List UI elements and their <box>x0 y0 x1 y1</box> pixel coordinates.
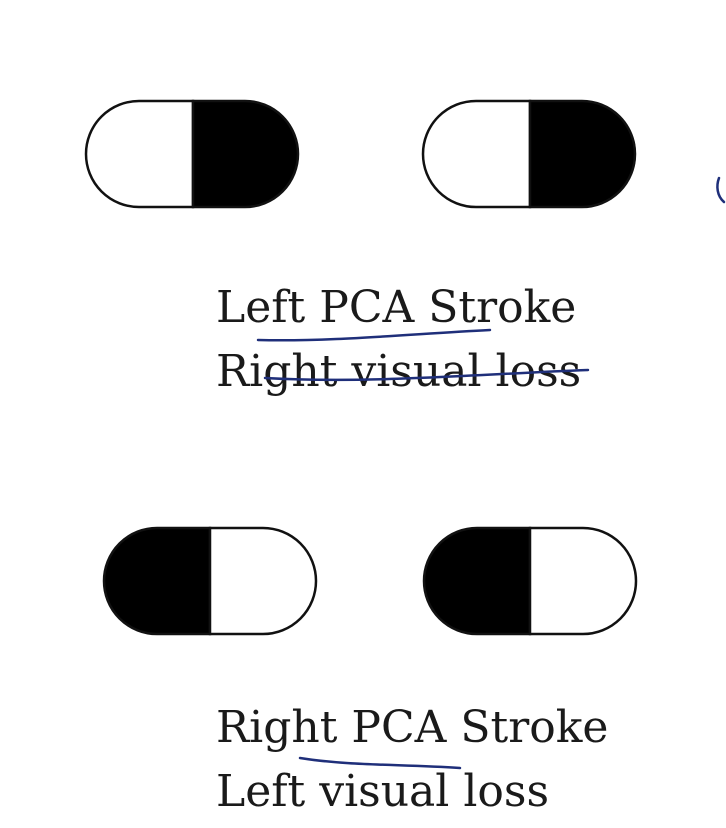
annotation-underline-bottom-1 <box>298 756 462 770</box>
top-left-eye-field <box>84 99 300 209</box>
top-left-eye-clear-half <box>84 99 195 209</box>
top-left-eye-shaded-half <box>191 99 300 209</box>
bottom-diagram: Right PCA Stroke Left visual loss <box>102 526 638 817</box>
top-right-eye-field <box>421 99 637 209</box>
bottom-right-eye-field <box>422 526 638 636</box>
top-diagram: Left PCA Stroke Right visual loss <box>84 99 637 397</box>
bottom-caption-line2: Left visual loss <box>216 766 549 817</box>
annotation-underline-top-2 <box>263 368 590 382</box>
bottom-right-eye-clear-half <box>528 526 638 636</box>
top-right-eye-shaded-half <box>528 99 637 209</box>
bottom-left-eye-clear-half <box>208 526 318 636</box>
annotation-edge-mark <box>716 176 726 204</box>
top-right-eye-clear-half <box>421 99 532 209</box>
bottom-caption-line1: Right PCA Stroke <box>216 702 608 753</box>
top-caption-line1: Left PCA Stroke <box>216 282 576 333</box>
top-caption-line2: Right visual loss <box>216 346 581 397</box>
bottom-left-eye-shaded-half <box>102 526 212 636</box>
annotation-underline-top-1 <box>256 328 492 342</box>
bottom-right-eye-shaded-half <box>422 526 532 636</box>
bottom-left-eye-field <box>102 526 318 636</box>
